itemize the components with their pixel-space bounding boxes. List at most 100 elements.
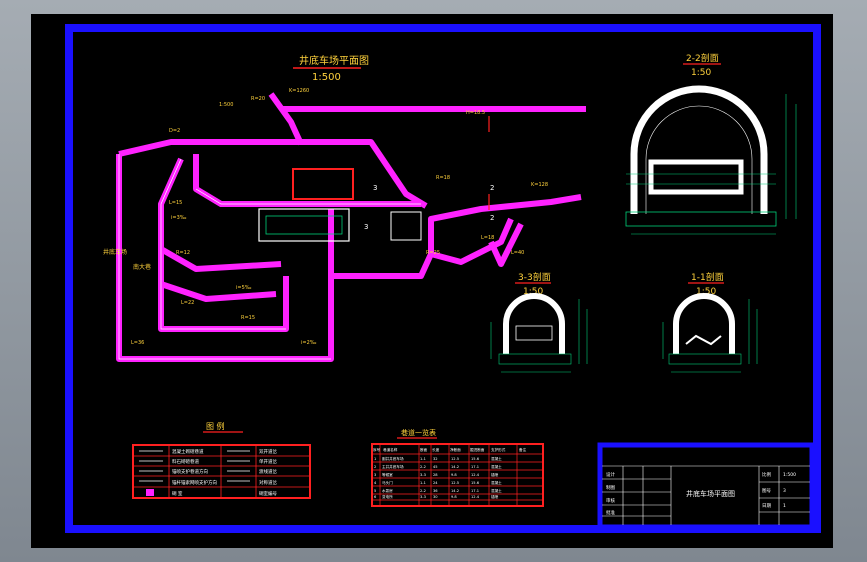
svg-text:锚杆锚索网喷支护方向: 锚杆锚索网喷支护方向 [172,479,217,486]
section-11-scale: 1:50 [696,287,716,297]
svg-text:L=40: L=40 [511,250,524,256]
svg-text:12.4: 12.4 [471,473,480,477]
cross-roadway-1 [159,246,282,272]
svg-text:15.6: 15.6 [471,481,480,485]
svg-text:支护形式: 支护形式 [491,447,506,452]
svg-text:审核: 审核 [606,497,615,504]
substation [390,211,422,241]
svg-text:1-1: 1-1 [420,457,426,461]
svg-text:断面: 断面 [420,447,428,452]
svg-text:混凝土: 混凝土 [491,464,502,469]
shaft-approach [268,92,304,146]
svg-text:硐 室: 硐 室 [172,490,183,497]
roadway-table [371,443,544,507]
svg-text:24: 24 [433,481,438,485]
pump-room [292,168,354,200]
svg-text:32: 32 [433,457,438,461]
svg-text:混凝土: 混凝土 [491,456,502,461]
svg-text:L=18: L=18 [481,235,494,241]
svg-text:渡线道岔: 渡线道岔 [259,468,277,475]
svg-text:2: 2 [490,184,494,192]
legend-title: 图 例 [206,421,225,431]
svg-text:D=2: D=2 [169,128,180,134]
track-centerlines [118,154,421,360]
svg-text:17.1: 17.1 [471,489,479,493]
svg-text:K=1260: K=1260 [289,88,309,94]
svg-text:3-3: 3-3 [420,495,426,499]
svg-text:9.8: 9.8 [451,473,457,477]
svg-text:R=25: R=25 [426,250,440,256]
svg-text:2-2: 2-2 [420,465,426,469]
svg-text:28: 28 [433,473,438,477]
svg-text:H=18.5: H=18.5 [466,110,485,116]
cross-roadway-2 [160,281,277,302]
svg-text:1: 1 [374,457,376,461]
svg-text:i=5‰: i=5‰ [236,285,252,291]
side-label-2: 南大巷 [133,263,151,271]
svg-text:图号: 图号 [762,488,771,494]
svg-text:3: 3 [783,488,786,494]
roadway-network [116,92,586,362]
loop-end [430,217,514,265]
svg-text:净断面: 净断面 [450,447,461,452]
svg-text:水泵房: 水泵房 [382,488,393,493]
title-block [597,442,815,530]
svg-text:单开道岔: 单开道岔 [259,458,277,465]
svg-text:批准: 批准 [606,509,615,516]
svg-text:混凝土: 混凝土 [491,480,502,485]
svg-text:马头门: 马头门 [382,480,393,485]
svg-text:36: 36 [433,489,438,493]
svg-text:L=36: L=36 [131,340,144,346]
svg-text:掘进断面: 掘进断面 [470,447,485,452]
svg-text:i=2‰: i=2‰ [301,340,317,346]
svg-text:15.6: 15.6 [471,457,480,461]
svg-text:对称道岔: 对称道岔 [259,479,277,486]
svg-text:锚喷支护巷道方向: 锚喷支护巷道方向 [172,468,208,475]
svg-text:2: 2 [490,214,494,222]
svg-text:变电所: 变电所 [382,494,393,499]
svg-text:6: 6 [374,495,377,499]
east-branch [488,222,524,267]
svg-text:长度: 长度 [432,447,440,452]
svg-text:14.2: 14.2 [451,465,459,469]
svg-text:备注: 备注 [519,447,527,452]
legend-table [132,444,311,499]
svg-text:1:500: 1:500 [219,102,233,108]
svg-text:4: 4 [374,481,377,485]
section-22-title: 2-2剖面 [686,52,719,64]
svg-text:硐室编号: 硐室编号 [259,490,277,497]
plan-scale: 1:500 [312,72,341,83]
inner-loop-roadway [158,157,289,332]
svg-text:副井井底车场: 副井井底车场 [382,456,404,461]
svg-text:混凝土砌碹巷道: 混凝土砌碹巷道 [172,448,204,455]
svg-text:锚喷: 锚喷 [491,472,499,477]
section-33-drawing [490,293,588,373]
svg-text:设计: 设计 [606,471,615,478]
svg-text:比例: 比例 [762,471,771,478]
svg-text:2: 2 [374,465,376,469]
svg-text:锚喷: 锚喷 [491,494,499,499]
svg-text:45: 45 [433,465,438,469]
section-22-drawing [625,85,797,235]
plan-title: 井底车场平面图 [299,54,369,67]
svg-text:2-2: 2-2 [420,489,426,493]
svg-text:L=22: L=22 [181,300,194,306]
svg-text:双开道岔: 双开道岔 [259,448,277,455]
inner-border [65,24,821,533]
svg-text:序号: 序号 [373,447,381,452]
section-11-drawing [662,293,758,373]
svg-text:等候室: 等候室 [382,472,393,477]
svg-text:料石砌碹巷道: 料石砌碹巷道 [172,458,199,465]
svg-text:K=128: K=128 [531,182,548,188]
svg-text:L=15: L=15 [169,200,182,206]
cad-drawing: 井底车场平面图 1:500 [65,24,821,533]
titleblock-right: 比例 图号 日期 1:500 3 1 [762,471,796,509]
svg-text:R=15: R=15 [241,315,255,321]
svg-text:混凝土: 混凝土 [491,488,502,493]
section-33-title: 3-3剖面 [518,271,551,283]
svg-text:5: 5 [374,489,376,493]
svg-text:1:500: 1:500 [783,472,796,478]
